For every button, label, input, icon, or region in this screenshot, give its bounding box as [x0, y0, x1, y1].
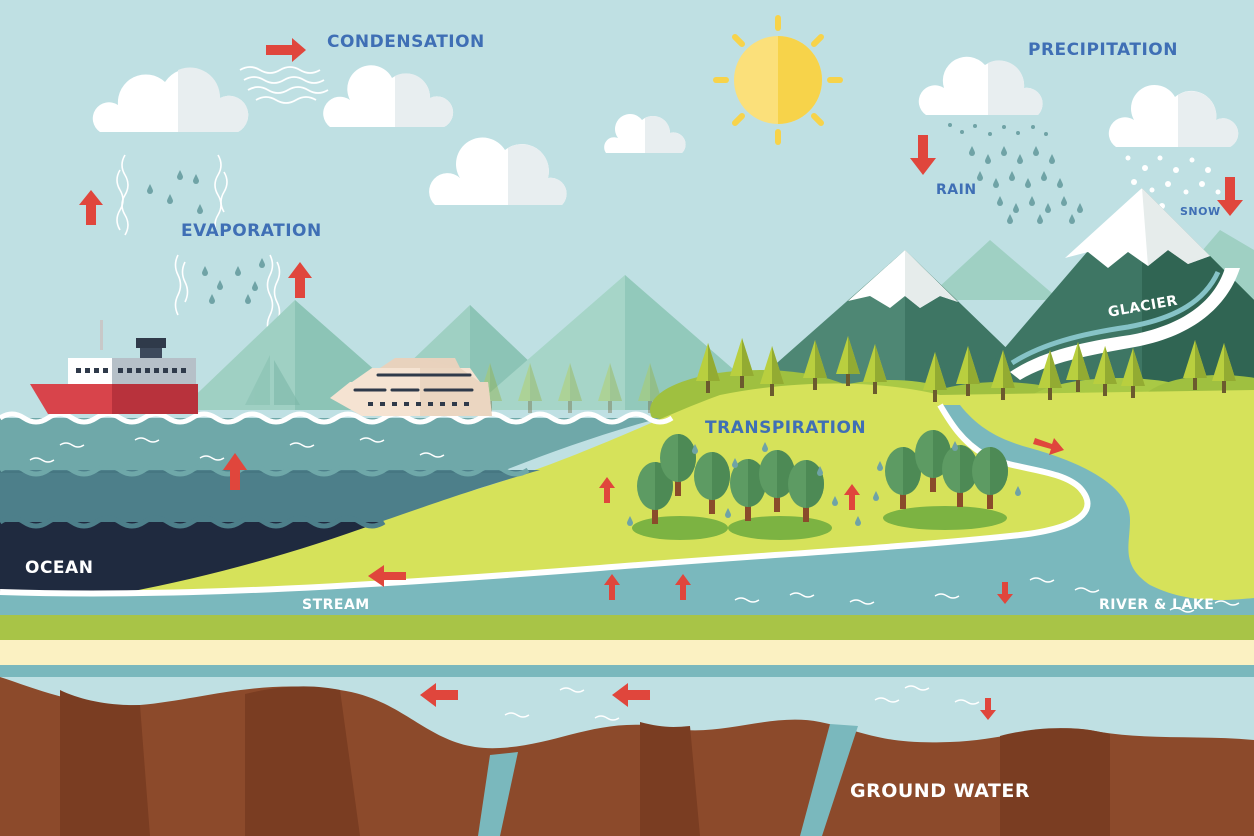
cloud-icon: [918, 56, 1043, 115]
tree-group-left: [632, 432, 832, 540]
cloud-icon: [92, 67, 249, 132]
sun-icon: [713, 15, 843, 145]
groundwater-waves: [504, 685, 980, 721]
label-condensation: CONDENSATION: [327, 32, 485, 52]
evaporation-vapor-icon: [116, 154, 281, 336]
label-ocean: OCEAN: [25, 558, 94, 578]
yacht-icon: [330, 358, 492, 416]
cloud-icon: [604, 114, 686, 153]
ground-grass-strip: [0, 615, 1254, 640]
arrow-icon: [79, 38, 1243, 720]
label-ground-water: GROUND WATER: [850, 780, 1030, 802]
sailboat-icon: [245, 355, 300, 405]
condensation-wind-icon: [239, 66, 329, 104]
rain-icon: [948, 123, 1083, 224]
glacier-melt-icon: [1010, 270, 1221, 366]
label-transpiration: TRANSPIRATION: [705, 418, 867, 438]
label-stream: STREAM: [302, 597, 370, 613]
label-rain: RAIN: [936, 182, 977, 198]
cloud-icon: [323, 65, 454, 127]
glacier: [1010, 268, 1240, 380]
label-evaporation: EVAPORATION: [181, 221, 322, 241]
cloud-icon: [429, 137, 567, 205]
label-river-lake: RIVER & LAKE: [1099, 597, 1215, 613]
ship-icon: [30, 320, 198, 414]
cloud-icon: [1108, 85, 1239, 147]
label-snow: SNOW: [1180, 205, 1221, 218]
river-waves: [734, 577, 1240, 613]
label-precipitation: PRECIPITATION: [1028, 40, 1178, 60]
soil-shades: [60, 686, 1110, 836]
ground-water-top: [0, 665, 1254, 677]
river: [0, 405, 1254, 640]
tree-group-right: [883, 428, 1010, 530]
groundwater-channels: [478, 724, 858, 836]
ocean: [0, 411, 674, 612]
ground-sand-strip: [0, 640, 1254, 665]
